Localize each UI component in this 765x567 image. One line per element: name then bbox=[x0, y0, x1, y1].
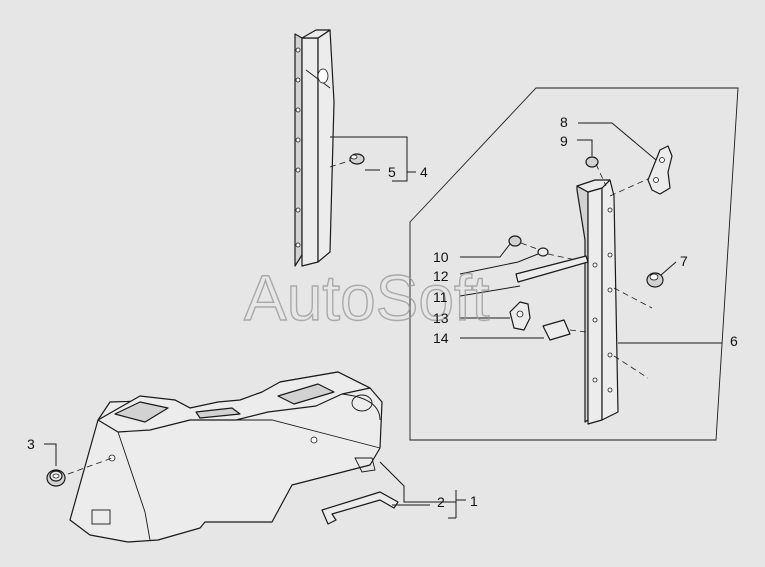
callout-12: 12 bbox=[433, 268, 449, 284]
bushing-3 bbox=[46, 457, 113, 487]
callout-13: 13 bbox=[433, 310, 449, 326]
clip-2 bbox=[321, 491, 399, 525]
nut-9 bbox=[585, 156, 607, 187]
watermark: AutoSoft bbox=[244, 262, 490, 334]
connector-13 bbox=[509, 301, 531, 331]
rod-11 bbox=[515, 255, 589, 283]
detail-inset-frame bbox=[409, 87, 739, 441]
plug-5 bbox=[329, 153, 365, 168]
callout-9: 9 bbox=[560, 133, 568, 149]
callout-10: 10 bbox=[433, 249, 449, 265]
callout-7: 7 bbox=[680, 253, 688, 269]
bolt-10 bbox=[508, 235, 541, 251]
callout-6: 6 bbox=[730, 333, 738, 349]
sleeve-14 bbox=[542, 319, 587, 341]
latch-8 bbox=[647, 145, 673, 195]
console-housing bbox=[69, 371, 383, 543]
callout-8: 8 bbox=[560, 114, 568, 130]
bracket-channel-6 bbox=[576, 177, 653, 425]
callout-4: 4 bbox=[420, 164, 428, 180]
callout-5: 5 bbox=[388, 164, 396, 180]
cap-7 bbox=[646, 272, 664, 288]
upright-column bbox=[294, 29, 335, 267]
callout-1: 1 bbox=[470, 493, 478, 509]
leader-lines bbox=[44, 122, 722, 519]
callout-2: 2 bbox=[437, 494, 445, 510]
callout-3: 3 bbox=[27, 436, 35, 452]
callout-11: 11 bbox=[433, 289, 448, 305]
callout-14: 14 bbox=[433, 330, 449, 346]
